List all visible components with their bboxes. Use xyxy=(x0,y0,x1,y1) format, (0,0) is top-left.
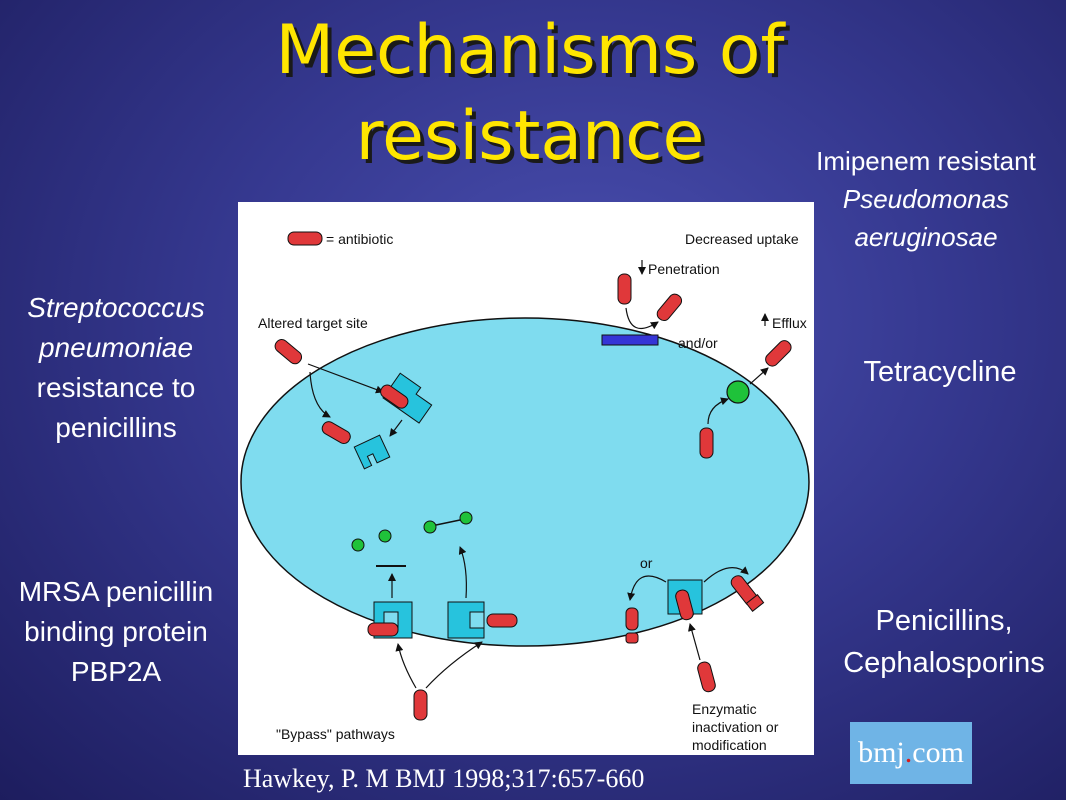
antibiotic-penetrating xyxy=(617,273,632,305)
label-decreased-uptake: Decreased uptake xyxy=(685,231,799,247)
logo-dot: . xyxy=(904,736,913,769)
bypass-enzyme-2 xyxy=(447,601,485,639)
antibiotic-altered-1 xyxy=(274,338,303,365)
antibiotic-inside-efflux xyxy=(699,427,714,459)
label-altered-target: Altered target site xyxy=(258,315,368,331)
label-strep-line-4: penicillins xyxy=(55,412,177,443)
porin-channel xyxy=(601,334,659,346)
antibiotic-bound-target xyxy=(380,384,409,409)
label-mrsa-line-2: binding protein xyxy=(24,616,208,647)
label-bypass: "Bypass" pathways xyxy=(276,726,395,742)
antibiotic-modification-group xyxy=(745,594,765,612)
antibiotic-enzymatic-entering xyxy=(697,661,716,693)
efflux-pump xyxy=(726,380,750,404)
label-strep-line-2: pneumoniae xyxy=(38,332,194,363)
label-tetracycline-text: Tetracycline xyxy=(863,356,1017,388)
label-or: or xyxy=(640,555,653,571)
label-efflux: Efflux xyxy=(772,315,807,331)
label-enzymatic-2: inactivation or xyxy=(692,719,779,735)
label-strep-line-3: resistance to xyxy=(36,372,196,403)
label-mrsa-line-1: MRSA penicillin xyxy=(18,576,214,607)
logo-text-right: com xyxy=(912,736,964,769)
antibiotic-penetrated xyxy=(656,293,683,322)
diagram-svg: = antibiotic Decreased uptake Penetratio… xyxy=(240,231,810,753)
slide-title: Mechanisms of resistance xyxy=(180,8,880,180)
label-strep-line-1: Streptococcus xyxy=(27,292,205,323)
label-penicillins-line-2: Cephalosporins xyxy=(843,647,1045,679)
label-imipenem-line-1: Imipenem resistant xyxy=(816,146,1036,176)
antibiotic-effluxed xyxy=(765,340,792,367)
resistance-diagram: = antibiotic Decreased uptake Penetratio… xyxy=(238,202,814,755)
antibiotic-bypass-entering xyxy=(413,689,428,721)
title-line-2: resistance xyxy=(355,97,705,176)
antibiotic-bypass-2 xyxy=(486,613,518,628)
antibiotic-cleaved-b xyxy=(625,632,639,644)
bacterial-cell xyxy=(240,317,810,647)
metabolite-node-1 xyxy=(351,538,365,552)
label-imipenem: Imipenem resistant Pseudomonas aeruginos… xyxy=(776,142,1066,256)
label-mrsa-line-3: PBP2A xyxy=(70,656,162,687)
label-penicillins-line-1: Penicillins, xyxy=(875,605,1013,637)
legend-text: = antibiotic xyxy=(326,231,393,247)
antibiotic-altered-2 xyxy=(321,421,351,444)
label-streptococcus: Streptococcus pneumoniae resistance to p… xyxy=(0,288,232,448)
label-imipenem-line-3: aeruginosae xyxy=(854,222,998,252)
label-and-or: and/or xyxy=(678,335,718,351)
antibiotic-being-modified xyxy=(675,589,694,621)
target-site-altered xyxy=(353,434,391,470)
metabolite-node-4 xyxy=(459,511,473,525)
metabolite-node-2 xyxy=(378,529,392,543)
label-enzymatic-1: Enzymatic xyxy=(692,701,757,717)
label-imipenem-line-2: Pseudomonas xyxy=(842,184,1010,214)
label-enzymatic-3: modification xyxy=(692,737,767,753)
antibiotic-cleaved-a xyxy=(625,607,639,631)
label-penicillins: Penicillins, Cephalosporins xyxy=(816,600,1066,684)
logo-text-left: bmj xyxy=(858,736,905,769)
antibiotic-bypass-1 xyxy=(367,622,399,637)
metabolite-node-3 xyxy=(423,520,437,534)
label-tetracycline: Tetracycline xyxy=(830,352,1050,392)
label-mrsa: MRSA penicillin binding protein PBP2A xyxy=(0,572,232,692)
legend-antibiotic-icon xyxy=(287,231,323,246)
label-penetration: Penetration xyxy=(648,261,720,277)
citation: Hawkey, P. M BMJ 1998;317:657-660 xyxy=(243,764,645,793)
bmj-logo: bmj.com xyxy=(850,722,972,784)
title-line-1: Mechanisms of xyxy=(275,11,785,90)
